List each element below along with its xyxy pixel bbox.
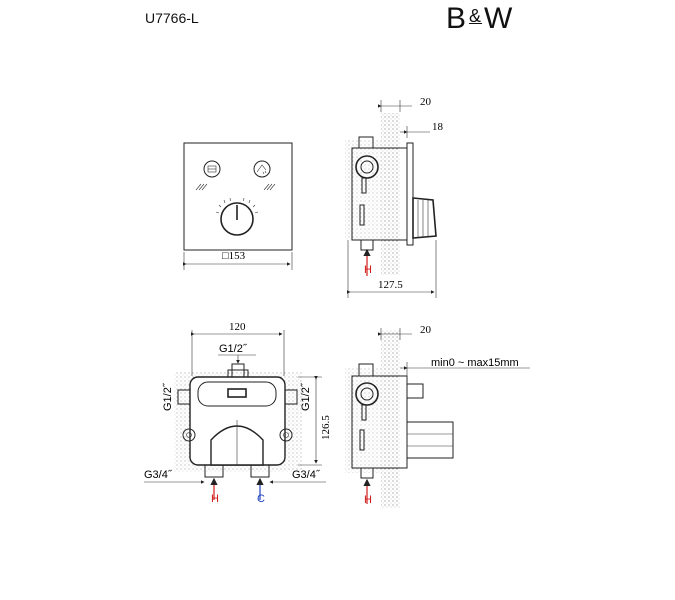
front-width-dimension: □153 [222, 250, 246, 262]
side-view-bottom: H 20 min0 ~ max15mm [345, 324, 530, 508]
wall-section-bottom [381, 330, 400, 508]
shower-icon [253, 160, 271, 178]
left-outlet-fitting [177, 389, 191, 405]
wall-section [381, 113, 400, 275]
plate-depth-dimension: 18 [432, 121, 444, 133]
hot-inlet-mark: H [211, 493, 219, 505]
right-inlet-label: G3/4˝ [292, 469, 321, 481]
left-outlet-label: G1/2˝ [162, 382, 174, 411]
height-dimension: 126.5 [320, 415, 332, 440]
right-outlet-fitting [284, 389, 298, 405]
cover-plate [183, 142, 293, 251]
thermostat-knob [215, 197, 259, 236]
side-view-top: H 20 18 127.5 [345, 96, 444, 298]
inlet-fitting [355, 155, 379, 179]
brand-ampersand: & [469, 6, 483, 26]
top-slot [197, 381, 277, 407]
hot-inlet-mark-bottom: H [364, 494, 372, 506]
left-inlet-label: G3/4˝ [144, 469, 173, 481]
glass-reflection-marks [195, 183, 276, 191]
cover-box-side [406, 421, 454, 459]
cold-inlet-mark: C [257, 493, 265, 505]
wall-depth-dimension: 20 [420, 96, 432, 108]
top-outlet-label: G1/2˝ [219, 343, 248, 355]
overall-depth-dimension: 127.5 [378, 279, 403, 291]
brand-letter-w: W [484, 2, 514, 35]
brand-letter-b: B [446, 2, 468, 35]
right-outlet-label: G1/2˝ [300, 382, 312, 411]
wall-range-label: min0 ~ max15mm [431, 357, 519, 369]
wall-depth-dimension-bottom: 20 [420, 324, 432, 336]
brand-logo: B&W [446, 2, 513, 36]
model-number: U7766-L [145, 10, 199, 26]
hot-inlet-mark-top: H [364, 264, 372, 276]
front-view: □153 [183, 142, 293, 270]
width-dimension: 120 [229, 321, 246, 333]
knob-side-profile [412, 197, 437, 239]
bath-icon [203, 160, 221, 178]
rough-in-view: H C 120 G1/2˝ G1/2˝ G1/2˝ 126.5 G3/4˝ G3… [144, 321, 332, 505]
